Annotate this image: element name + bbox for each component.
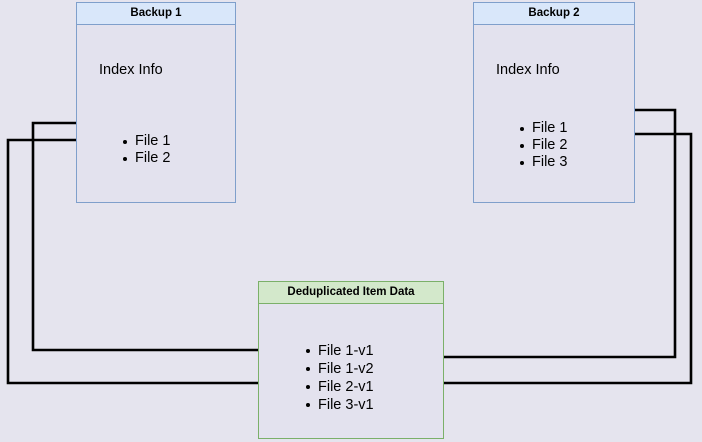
node-backup-1[interactable]: Backup 1 Index Info File 1 File 2 xyxy=(76,2,236,203)
backup-2-file-list: File 1 File 2 File 3 xyxy=(519,120,567,171)
list-item: File 1-v1 xyxy=(305,342,374,360)
node-backup-1-body: Index Info File 1 File 2 xyxy=(77,25,235,202)
list-item: File 2 xyxy=(519,137,567,154)
node-deduplicated-item-data-body: File 1-v1 File 1-v2 File 2-v1 File 3-v1 xyxy=(259,304,443,438)
deduplicated-item-list: File 1-v1 File 1-v2 File 2-v1 File 3-v1 xyxy=(305,342,374,414)
list-item: File 3-v1 xyxy=(305,396,374,414)
list-item: File 2-v1 xyxy=(305,378,374,396)
list-item: File 2 xyxy=(122,150,170,167)
backup-2-index-info-label: Index Info xyxy=(496,62,560,78)
node-deduplicated-item-data[interactable]: Deduplicated Item Data File 1-v1 File 1-… xyxy=(258,281,444,439)
list-item: File 1-v2 xyxy=(305,360,374,378)
node-deduplicated-item-data-title: Deduplicated Item Data xyxy=(259,282,443,304)
backup-1-file-list: File 1 File 2 xyxy=(122,133,170,167)
node-backup-2-title: Backup 2 xyxy=(474,3,634,25)
backup-1-index-info-label: Index Info xyxy=(99,62,163,78)
node-backup-1-title: Backup 1 xyxy=(77,3,235,25)
list-item: File 1 xyxy=(519,120,567,137)
list-item: File 1 xyxy=(122,133,170,150)
list-item: File 3 xyxy=(519,154,567,171)
node-backup-2-body: Index Info File 1 File 2 File 3 xyxy=(474,25,634,202)
node-backup-2[interactable]: Backup 2 Index Info File 1 File 2 File 3 xyxy=(473,2,635,203)
